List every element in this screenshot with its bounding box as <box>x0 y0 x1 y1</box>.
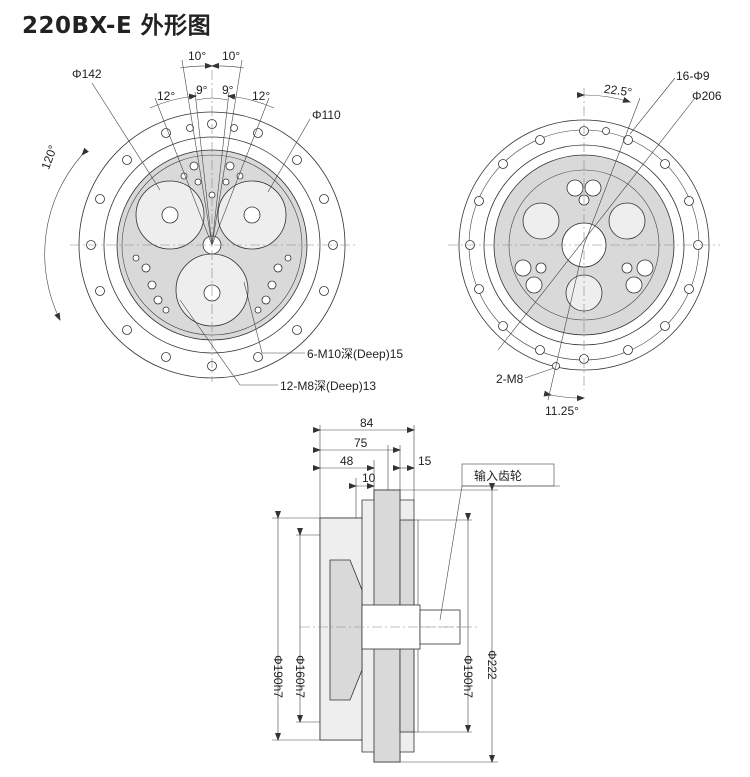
rear-angle-22-5: 22.5° <box>603 82 633 100</box>
side-dia-222: Φ222 <box>485 650 499 680</box>
front-view <box>44 59 356 386</box>
side-dia-190h7-a: Φ190h7 <box>271 655 285 698</box>
front-dia-110: Φ110 <box>312 108 341 122</box>
front-holes-m8: 12-M8深(Deep)13 <box>280 379 376 393</box>
side-len-10: 10 <box>362 471 376 485</box>
rear-holes-m8: 2-M8 <box>496 372 524 386</box>
front-dia-142: Φ142 <box>72 67 102 81</box>
rear-dia-206: Φ206 <box>692 89 722 103</box>
rear-angle-11-25: 11.25° <box>545 404 579 418</box>
front-angle-120: 120° <box>38 143 60 171</box>
side-input-gear-label: 输入齿轮 <box>474 468 522 483</box>
front-angle-9-left: 9° <box>196 83 208 97</box>
side-dia-160h7: Φ160h7 <box>293 655 307 698</box>
rear-flange-holes <box>465 126 703 364</box>
side-len-15: 15 <box>418 454 432 468</box>
input-gear-callout-box <box>461 463 555 487</box>
front-angle-12-right: 12° <box>252 89 270 103</box>
front-small-holes <box>132 124 292 314</box>
front-angle-10-left: 10° <box>188 49 206 63</box>
side-len-75: 75 <box>354 436 368 450</box>
side-len-84: 84 <box>360 416 374 430</box>
rear-view <box>448 77 720 402</box>
front-angle-9-right: 9° <box>222 83 234 97</box>
drawing-title: 220BX-E 外形图 <box>22 13 212 39</box>
side-dia-190h7-b: Φ190h7 <box>461 655 475 698</box>
front-angle-10-right: 10° <box>222 49 240 63</box>
side-view <box>272 425 560 763</box>
side-len-48: 48 <box>340 454 354 468</box>
front-angle-12-left: 12° <box>157 89 175 103</box>
rear-holes-phi9: 16-Φ9 <box>676 69 710 83</box>
front-holes-m10: 6-M10深(Deep)15 <box>307 347 403 361</box>
